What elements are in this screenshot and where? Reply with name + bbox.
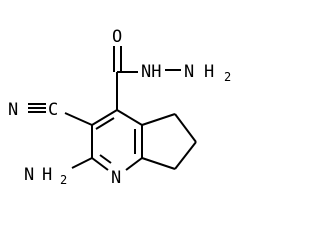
bond-c4a-c4 (116, 109, 143, 126)
hydrazide-nh-label: NH (141, 62, 161, 82)
cyano-c-label: C (48, 100, 58, 120)
bond-c2-n1-double (99, 154, 112, 164)
amino-n-label: N (24, 165, 34, 185)
atom-labels: O NH N H 2 N C N H 2 N (8, 27, 231, 188)
molecule-structure: O NH N H 2 N C N H 2 N (8, 27, 231, 188)
amino-h2-subscript: 2 (60, 173, 67, 187)
bond-c2-amino (71, 157, 93, 169)
bond-c4-c3 (91, 109, 118, 126)
bond-c4a-c5 (141, 113, 176, 126)
bond-c4-c3-double (95, 117, 115, 130)
bond-c2-n1 (91, 157, 109, 171)
hydrazide-n-label: N (184, 62, 194, 82)
bond-c7-c7a (141, 157, 176, 170)
bond-n1-c7a (125, 157, 143, 171)
oxygen-label: O (112, 27, 122, 47)
bond-c6-c7 (174, 141, 197, 170)
structure-canvas: O NH N H 2 N C N H 2 N (8, 27, 232, 188)
hydrazide-h2-subscript: 2 (224, 70, 231, 84)
amino-h-label: H (42, 165, 52, 185)
cyano-n-label: N (8, 100, 18, 120)
hydrazide-h-label: H (204, 62, 214, 82)
ring-n-label: N (111, 168, 121, 188)
bond-c3-cyano (64, 112, 93, 126)
bond-c5-c6 (174, 113, 197, 143)
bond-group (28, 46, 197, 171)
